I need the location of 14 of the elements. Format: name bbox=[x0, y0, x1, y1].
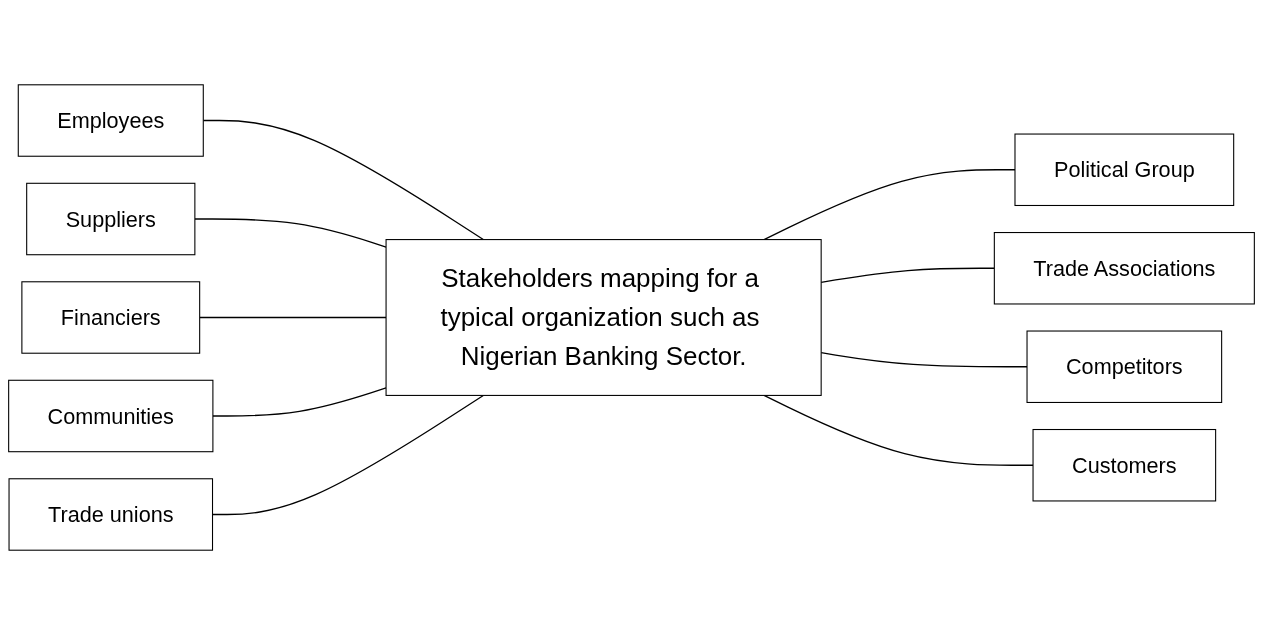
node-box: Financiers bbox=[21, 281, 201, 354]
connector bbox=[212, 387, 387, 417]
node-box: Customers bbox=[1032, 428, 1217, 502]
node-box: Competitors bbox=[1026, 330, 1223, 403]
node-box: Trade unions bbox=[8, 478, 214, 551]
node-box: Stakeholders mapping for a typical organization such as Nigerian Banking Sector. bbox=[385, 239, 822, 396]
connector bbox=[194, 218, 387, 248]
node-box: Suppliers bbox=[26, 182, 196, 256]
connector bbox=[199, 316, 387, 319]
node-box: Communities bbox=[8, 379, 214, 453]
node-box: Political Group bbox=[1014, 133, 1235, 206]
connector bbox=[763, 394, 1034, 466]
node-box: Employees bbox=[17, 84, 204, 157]
node-box: Trade Associations bbox=[993, 232, 1255, 305]
